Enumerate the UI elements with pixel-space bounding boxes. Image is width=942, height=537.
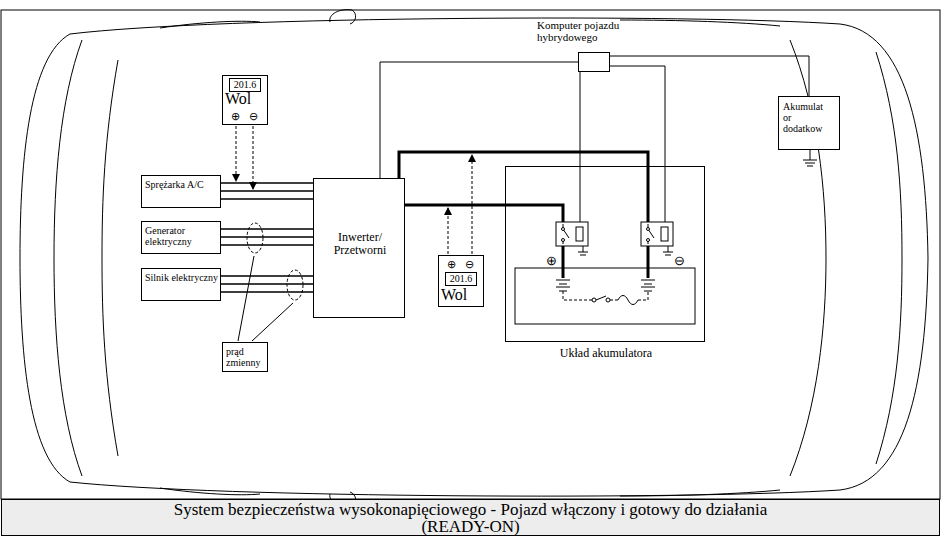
wire-connector [399,152,648,178]
node-text: prąd zmienny [226,346,266,368]
wire-connector [221,229,313,245]
car-outline [20,10,928,507]
component-box: Generator elektryczny [141,221,221,254]
ac-markers [238,223,303,341]
polarity-label: ⊖ [674,254,685,267]
node-text: Wol [441,286,483,304]
wire-connector [221,183,313,199]
node-text: Akumulat or dodatkow [783,101,829,134]
wire-connector [221,276,313,292]
ground-symbol [803,150,817,166]
computer-box: Komputer pojazdu hybrydowego [578,52,610,72]
node-text: Wol [225,90,267,108]
frame [1,10,940,499]
node-text: Generator elektryczny [145,225,219,247]
meter-reading: 201.6 [445,272,477,286]
component-box: Sprężarka A/C [141,175,221,208]
node-text: Inwerter/ Przetworni [318,231,402,257]
polarity-label: ⊕ [546,254,557,267]
battery-pack [515,268,695,324]
note-box: prąd zmienny [222,342,268,372]
node-text: Układ akumulatora [506,347,706,360]
node-text: ⊕ [447,258,456,270]
caption: System bezpieczeństwa wysokonapięciowego… [151,500,791,535]
caption-band: System bezpieczeństwa wysokonapięciowego… [1,499,940,536]
voltmeter: 201.6Wol ⊕ ⊖ [222,75,268,125]
node-text: Komputer pojazdu hybrydowego [537,19,653,43]
voltmeter: ⊕ ⊖ 201.6Wol [438,255,484,307]
node-text: Sprężarka A/C [145,179,219,190]
relay-symbol [641,222,673,255]
wire-connector [405,204,505,207]
wire-connector [380,62,578,178]
relay-symbol [556,222,588,255]
node-text: ⊕ [231,110,240,122]
node-text: ⊖ [249,110,258,122]
auxiliary-battery-box: Akumulat or dodatkow [778,96,840,150]
component-box: Silnik elektryczny [141,268,221,301]
node-text: ⊖ [465,258,474,270]
wire-connector [610,56,809,96]
inverter-box: Inwerter/ Przetworni [313,178,405,318]
meter-reading: 201.6 [229,78,261,92]
node-text: Silnik elektryczny [145,272,219,283]
